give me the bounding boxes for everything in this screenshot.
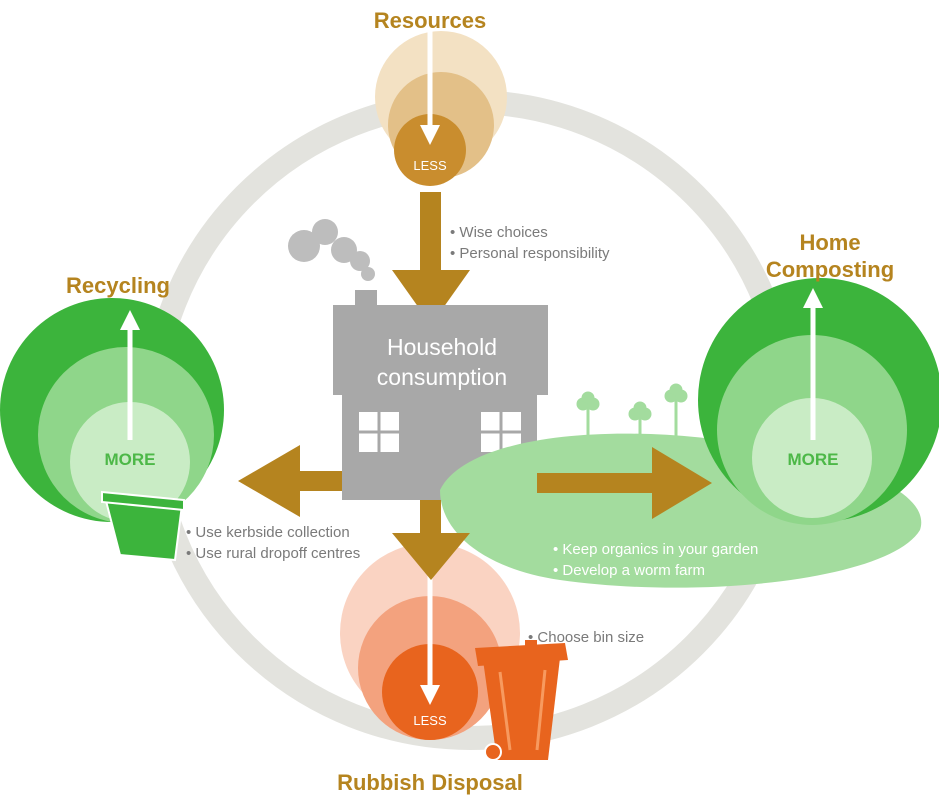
composting-title-line2: Composting [766, 257, 894, 282]
recycling-bin-icon [101, 490, 185, 562]
rubbish-node: LESS Rubbish Disposal [337, 543, 523, 795]
tree-icons [576, 383, 688, 460]
resources-title: Resources [374, 8, 487, 33]
composting-node: MORE Home Composting [698, 230, 939, 525]
resources-badge: LESS [413, 158, 447, 173]
smoke-icon [288, 219, 375, 281]
resources-to-house-arrow-icon [392, 192, 470, 325]
wheelie-bin-icon [475, 640, 568, 761]
house-to-composting-arrow-icon [537, 447, 712, 519]
rubbish-note-1: • Choose bin size [528, 629, 644, 646]
house-label-line2: consumption [377, 364, 507, 390]
recycling-note-2: • Use rural dropoff centres [186, 545, 360, 562]
resources-node: LESS Resources [374, 8, 507, 186]
house-label-line1: Household [387, 334, 497, 360]
recycling-inner-circle [70, 402, 190, 522]
recycling-badge: MORE [105, 450, 156, 469]
recycling-title: Recycling [66, 273, 170, 298]
house-to-rubbish-arrow-icon [392, 500, 470, 580]
resources-note-2: • Personal responsibility [450, 245, 610, 262]
composting-title-line1: Home [799, 230, 860, 255]
recycling-note-1: • Use kerbside collection [186, 524, 350, 541]
composting-note-1: • Keep organics in your garden [553, 541, 758, 558]
resources-inner-circle [394, 114, 466, 186]
rubbish-title: Rubbish Disposal [337, 770, 523, 795]
resources-note-1: • Wise choices [450, 224, 548, 241]
rubbish-badge: LESS [413, 713, 447, 728]
house-to-recycling-arrow-icon [238, 445, 342, 517]
composting-badge: MORE [788, 450, 839, 469]
composting-note-2: • Develop a worm farm [553, 562, 705, 579]
composting-inner-circle [752, 398, 872, 518]
recycling-node: MORE Recycling [0, 273, 224, 523]
